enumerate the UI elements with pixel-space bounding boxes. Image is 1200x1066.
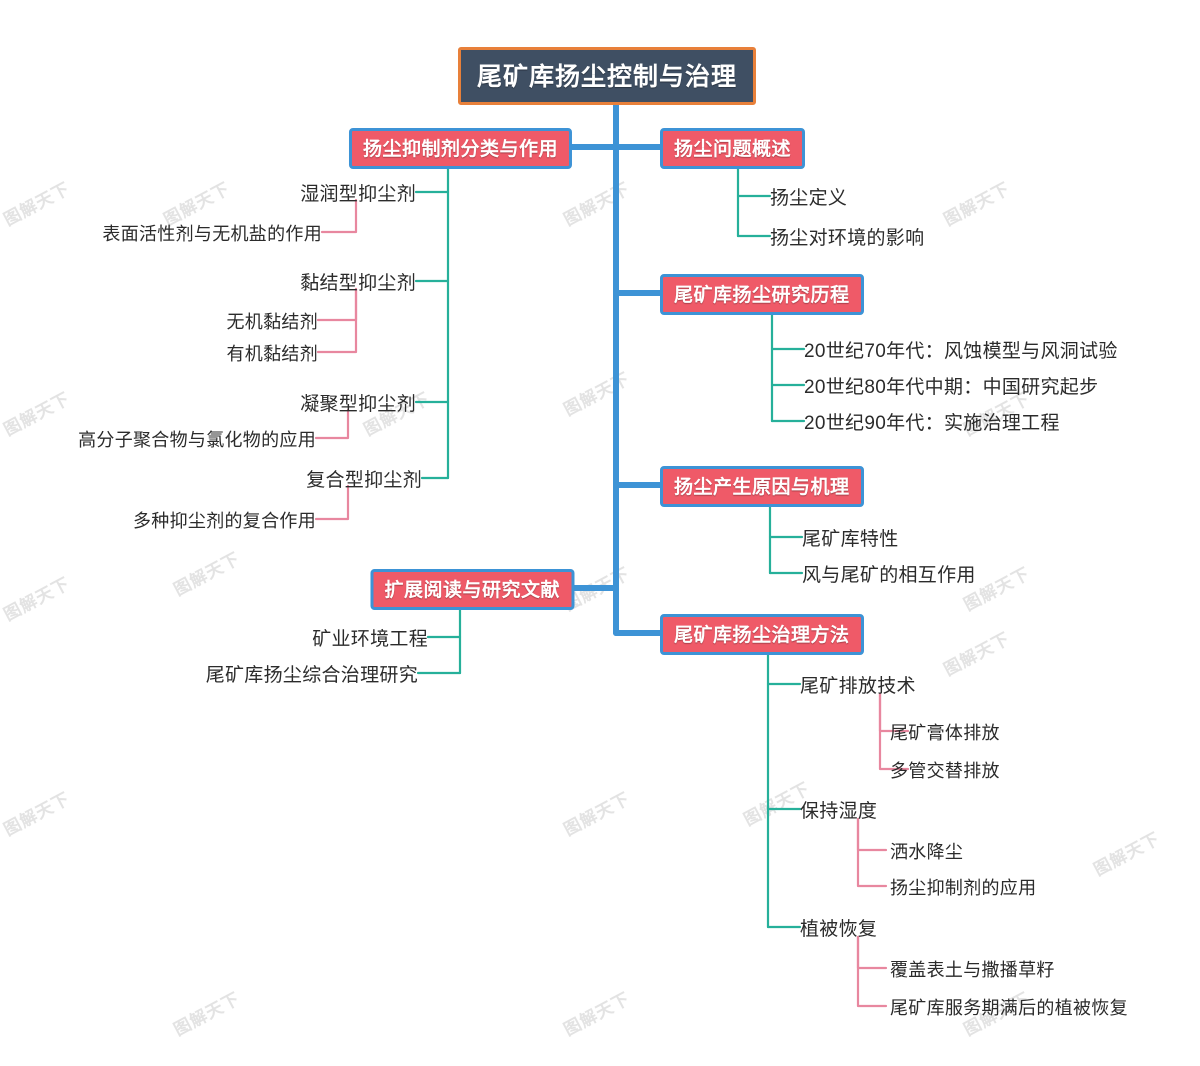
sub-node-nianjie-xing[interactable]: 黏结型抑尘剂 [300, 273, 416, 294]
branch-node-zhili-fangfa[interactable]: 尾矿库扬尘治理方法 [660, 614, 864, 655]
root-node[interactable]: 尾矿库扬尘控制与治理 [458, 47, 757, 105]
leaf-node-biaomian-huoxingji[interactable]: 表面活性剂与无机盐的作用 [102, 224, 322, 244]
leaf-node-fuwuqiman-zhibei[interactable]: 尾矿库服务期满后的植被恢复 [890, 998, 1128, 1018]
sub-node-weikuangku-zonghe[interactable]: 尾矿库扬尘综合治理研究 [205, 665, 418, 686]
leaf-node-gaofenzi-juheuw[interactable]: 高分子聚合物与氯化物的应用 [78, 430, 316, 450]
l3-link-fuwuqi [856, 935, 888, 1008]
sub-node-zhibei-huifu[interactable]: 植被恢复 [800, 919, 878, 940]
l3-link-duoguan [878, 692, 910, 771]
leaf-node-wuji-nianjieji[interactable]: 无机黏结剂 [226, 312, 318, 332]
branch-node-yuanyin-jili[interactable]: 扬尘产生原因与机理 [660, 466, 864, 507]
sub-node-yangchen-huanjing[interactable]: 扬尘对环境的影响 [770, 228, 925, 249]
l3-link-yizhiji-yingyong [856, 817, 888, 888]
leaf-node-yizhiji-yingyong[interactable]: 扬尘抑制剂的应用 [890, 878, 1037, 898]
sub-node-yangchen-dingyi[interactable]: 扬尘定义 [770, 188, 848, 209]
sub-node-paifang-jishu[interactable]: 尾矿排放技术 [800, 676, 916, 697]
leaf-node-sashui-jiangchen[interactable]: 洒水降尘 [890, 842, 964, 862]
sub-node-shirun-xing[interactable]: 湿润型抑尘剂 [300, 184, 416, 205]
leaf-node-gaoti-paifang[interactable]: 尾矿膏体排放 [890, 723, 1000, 743]
sub-node-80s[interactable]: 20世纪80年代中期：中国研究起步 [804, 377, 1099, 398]
branch-node-yanjiu-licheng[interactable]: 尾矿库扬尘研究历程 [660, 274, 864, 315]
l3-link-gaofenzi [314, 408, 350, 440]
branch-node-kuozhan-yuedu[interactable]: 扩展阅读与研究文献 [370, 569, 574, 610]
l3-link-sashui [856, 817, 888, 852]
l3-link-biaomian [320, 198, 358, 234]
leaf-node-duozhong-yizhiji[interactable]: 多种抑尘剂的复合作用 [133, 511, 316, 531]
sub-node-feng-weikuang[interactable]: 风与尾矿的相互作用 [802, 565, 976, 586]
sub-node-fuhe-xing[interactable]: 复合型抑尘剂 [306, 470, 422, 491]
leaf-node-duoguan-paifang[interactable]: 多管交替排放 [890, 761, 1000, 781]
leaf-node-youji-nianjieji[interactable]: 有机黏结剂 [226, 344, 318, 364]
sub-node-ningju-xing[interactable]: 凝聚型抑尘剂 [300, 394, 416, 415]
branch-node-yizhiji-fenlei[interactable]: 扬尘抑制剂分类与作用 [348, 128, 572, 169]
sub-node-baochi-shidu[interactable]: 保持湿度 [800, 801, 878, 822]
sub-node-weikuangku-texing[interactable]: 尾矿库特性 [802, 529, 899, 550]
l3-link-duozhong [314, 484, 350, 521]
l3-link-youji [316, 287, 358, 354]
sub-node-90s[interactable]: 20世纪90年代：实施治理工程 [804, 413, 1060, 434]
sub-node-70s[interactable]: 20世纪70年代：风蚀模型与风洞试验 [804, 341, 1118, 362]
branch-node-yangchen-wenti[interactable]: 扬尘问题概述 [660, 128, 806, 169]
sub-node-kuangye-huanjing[interactable]: 矿业环境工程 [312, 629, 428, 650]
l3-link-fugai [856, 935, 888, 970]
leaf-node-fugai-biaotu[interactable]: 覆盖表土与撒播草籽 [890, 960, 1055, 980]
